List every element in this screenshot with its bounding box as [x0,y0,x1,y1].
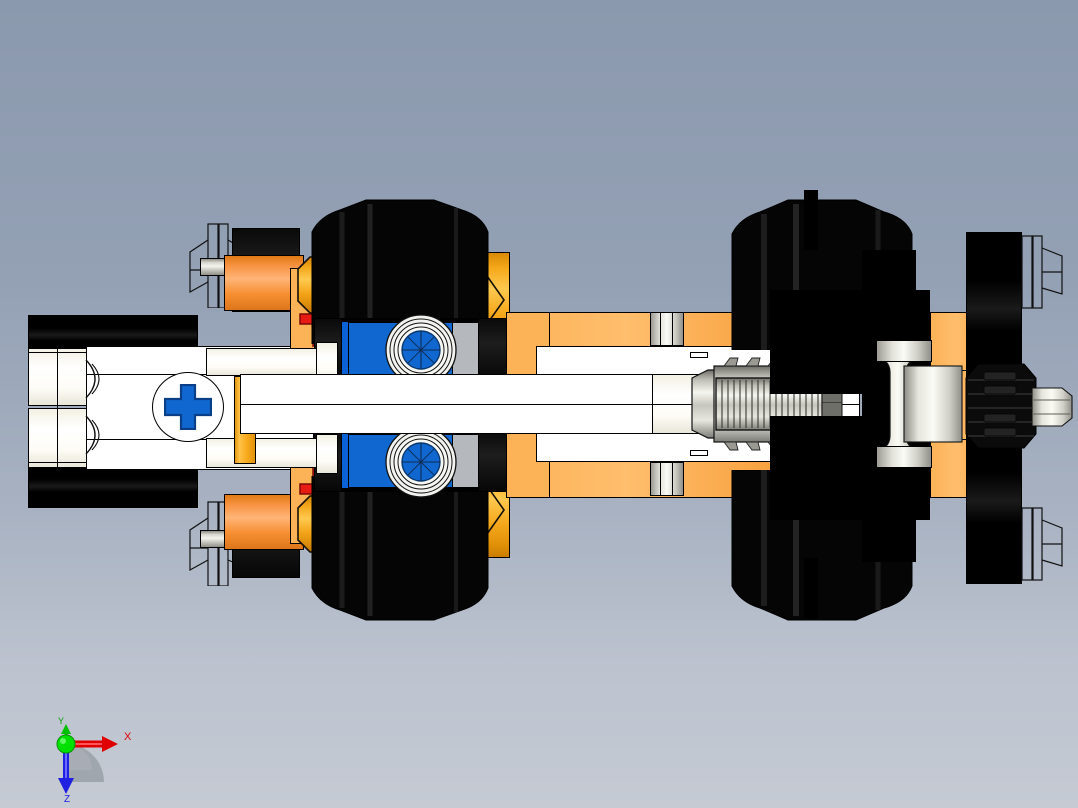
rear-axle-spool [877,341,963,467]
chassis-bushing-rib-t2 [672,312,673,346]
chassis-divider-1 [804,190,818,250]
hub-cream-block-bottom [206,438,326,468]
front-axle-rib-2 [28,462,90,463]
hub-cream-block-top [206,348,326,376]
front-axle-end-upper [28,348,90,406]
chassis-divider-2 [804,558,818,618]
chassis-bushing-rib-b2 [672,462,673,496]
front-hinge-arc-lower [85,415,100,455]
front-axle-rib-3 [57,348,58,468]
drive-axle-center-rib [240,404,860,405]
front-hinge-arc-upper [85,359,100,399]
axis-label-x: X [124,731,132,743]
chassis-bushing-top [650,312,684,346]
blue-tab-left-top [338,322,348,376]
chassis-bushing-bottom [650,462,684,496]
hub-cream-pad-bottom [316,434,338,474]
front-axle-end-lower [28,408,90,468]
gear-mount-rib [652,404,704,405]
axis-label-z: Z [64,794,70,802]
rear-bracket-ghost-top [1021,235,1063,309]
wheel-hub-top [385,314,457,386]
rear-bracket-ghost-bottom [1021,507,1063,581]
front-right-wheel [311,476,489,621]
rear-axle-stub [1032,387,1073,427]
chassis-detail-line-top [690,352,708,358]
wheel-hub-bottom [385,426,457,498]
cross-axle-end [164,384,212,430]
rear-bushing-top [876,340,932,362]
chassis-bushing-rib-b1 [660,462,661,496]
axis-label-y: Y [58,716,64,726]
front-axle-rib-1 [28,352,90,353]
front-right-tire [28,466,198,508]
chassis-detail-line-bottom [690,450,708,456]
rear-knob-gear [965,363,1037,449]
coordinate-triad: Z X Y [44,712,154,802]
chassis-bushing-rib-t1 [660,312,661,346]
rear-bushing-bottom [876,446,932,468]
rear-outrigger-tire-bottom [966,424,1022,584]
blue-tab-left-bottom [338,434,348,488]
